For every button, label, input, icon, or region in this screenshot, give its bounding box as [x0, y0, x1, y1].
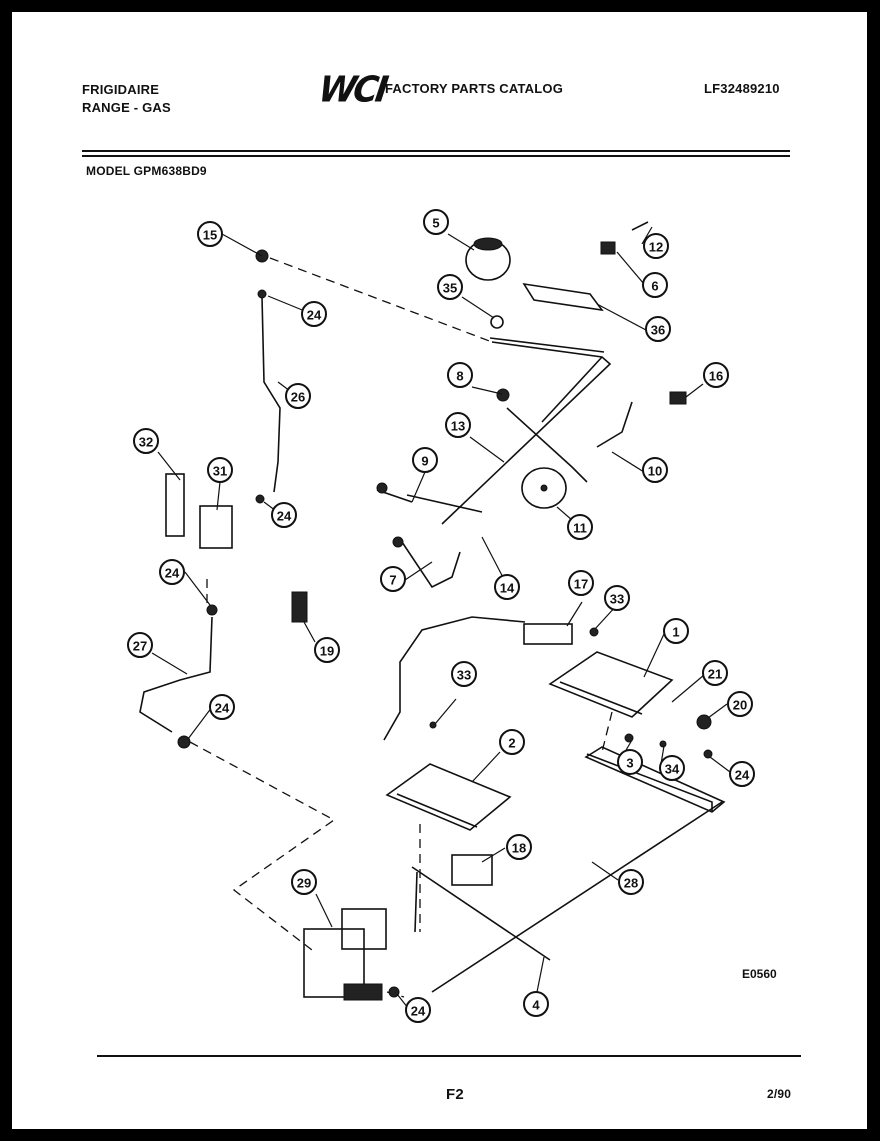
- callout-label: 31: [213, 464, 227, 479]
- brand-label: FRIGIDAIRE: [82, 82, 160, 97]
- callout-label: 11: [573, 521, 587, 536]
- callout-33: 33: [451, 661, 477, 687]
- callout-11: 11: [567, 514, 593, 540]
- callout-label: 1: [672, 625, 679, 640]
- exploded-parts-diagram: 1524263231242427245351263681613910117141…: [127, 209, 777, 1023]
- callout-leader-lines: [151, 226, 731, 1009]
- header-rule-bottom: [82, 155, 790, 157]
- callout-label: 2: [508, 736, 515, 751]
- callout-12: 12: [643, 233, 669, 259]
- callout-10: 10: [642, 457, 668, 483]
- callout-33: 33: [604, 585, 630, 611]
- callout-label: 13: [451, 419, 465, 434]
- callout-label: 4: [532, 998, 540, 1013]
- callout-label: 28: [624, 876, 638, 891]
- callout-label: 36: [651, 323, 665, 338]
- callout-label: 33: [610, 592, 624, 607]
- callout-15: 15: [197, 221, 223, 247]
- callout-label: 17: [574, 577, 588, 592]
- callout-label: 24: [307, 308, 322, 323]
- callout-label: 24: [411, 1004, 426, 1019]
- callout-24: 24: [209, 694, 235, 720]
- callout-label: 35: [443, 281, 457, 296]
- callout-19: 19: [314, 637, 340, 663]
- callout-13: 13: [445, 412, 471, 438]
- callout-label: 18: [512, 841, 526, 856]
- callout-label: 16: [709, 369, 723, 384]
- burner-assemblies: [385, 651, 726, 831]
- callout-5: 5: [423, 209, 449, 235]
- callout-label: 6: [651, 279, 658, 294]
- callout-7: 7: [380, 566, 406, 592]
- callout-24: 24: [271, 502, 297, 528]
- callout-label: 24: [277, 509, 292, 524]
- callout-32: 32: [133, 428, 159, 454]
- callout-28: 28: [618, 869, 644, 895]
- callout-label: 10: [648, 464, 662, 479]
- callout-16: 16: [703, 362, 729, 388]
- callout-label: 26: [291, 390, 305, 405]
- callout-24: 24: [729, 761, 755, 787]
- callout-24: 24: [301, 301, 327, 327]
- callout-label: 7: [389, 573, 396, 588]
- callout-27: 27: [127, 632, 153, 658]
- callout-26: 26: [285, 383, 311, 409]
- gas-manifold-rods: [406, 337, 612, 525]
- callout-label: 24: [165, 566, 180, 581]
- lead-tubes: [139, 296, 723, 993]
- callout-label: 15: [203, 228, 217, 243]
- product-label: RANGE - GAS: [82, 100, 171, 115]
- callout-18: 18: [506, 834, 532, 860]
- callout-6: 6: [642, 272, 668, 298]
- callout-label: 27: [133, 639, 147, 654]
- callout-36: 36: [645, 316, 671, 342]
- header-rule-top: [82, 150, 790, 152]
- callout-label: 5: [432, 216, 439, 231]
- callout-1: 1: [663, 618, 689, 644]
- callout-4: 4: [523, 991, 549, 1017]
- callout-24: 24: [405, 997, 431, 1023]
- callout-label: 33: [457, 668, 471, 683]
- footer-rule: [97, 1055, 801, 1057]
- callout-label: 24: [735, 768, 750, 783]
- callout-24: 24: [159, 559, 185, 585]
- parts-catalog-page: FRIGIDAIRE RANGE - GAS WCI FACTORY PARTS…: [12, 12, 867, 1129]
- callout-17: 17: [568, 570, 594, 596]
- callout-9: 9: [412, 447, 438, 473]
- callout-label: 32: [139, 435, 153, 450]
- dashed-assembly-lines: [189, 257, 613, 998]
- catalog-title: FACTORY PARTS CATALOG: [385, 81, 564, 96]
- catalog-number: LF32489210: [704, 81, 780, 96]
- callout-label: 8: [456, 369, 463, 384]
- callout-label: 19: [320, 644, 334, 659]
- callout-2: 2: [499, 729, 525, 755]
- callout-label: 29: [297, 876, 311, 891]
- drawing-code: E0560: [742, 967, 777, 981]
- callout-21: 21: [702, 660, 728, 686]
- callout-label: 24: [215, 701, 230, 716]
- callout-3: 3: [617, 749, 643, 775]
- callout-label: 34: [665, 762, 680, 777]
- callout-label: 12: [649, 240, 663, 255]
- callout-14: 14: [494, 574, 520, 600]
- callout-20: 20: [727, 691, 753, 717]
- page-number: F2: [446, 1086, 464, 1103]
- revision-date: 2/90: [767, 1087, 792, 1101]
- model-label: MODEL GPM638BD9: [86, 164, 207, 178]
- component-shapes: [165, 221, 713, 1001]
- callout-34: 34: [659, 755, 685, 781]
- callout-31: 31: [207, 457, 233, 483]
- callout-35: 35: [437, 274, 463, 300]
- callout-label: 20: [733, 698, 747, 713]
- callout-label: 21: [708, 667, 722, 682]
- callout-8: 8: [447, 362, 473, 388]
- callout-29: 29: [291, 869, 317, 895]
- callout-label: 14: [500, 581, 515, 596]
- callout-label: 9: [421, 454, 428, 469]
- callout-label: 3: [626, 756, 633, 771]
